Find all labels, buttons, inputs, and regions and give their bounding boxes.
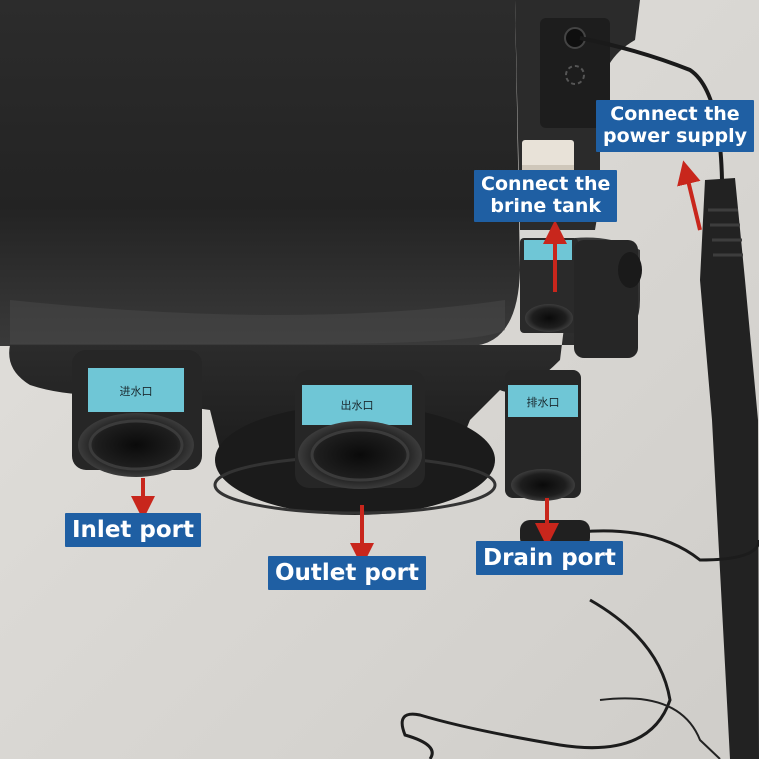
inlet-opening [78,413,194,477]
outlet-thread [310,428,410,482]
power-plug-ridges [708,208,743,257]
inlet-port-callout: Inlet port [65,513,202,548]
outlet-opening [298,421,422,489]
brine-pipe-band [524,240,572,260]
inlet-label-band [88,368,184,412]
brine-callout-line1: Connect the [481,173,611,195]
power-plug [700,178,759,759]
loose-cable [400,598,672,759]
outlet-cn-label: 出水口 [341,398,374,412]
control-box [0,0,520,346]
right-block-knob [618,252,642,288]
brine-pipe-opening [525,304,573,332]
drain-opening [511,469,575,501]
drain-cn-label: 排水口 [527,395,560,409]
control-box-highlight [10,300,505,344]
inlet-cn-label: 进水口 [120,385,153,398]
power-callout-line2: power supply [603,124,748,147]
loose-cable-2 [599,697,721,759]
brine-fitting [522,140,574,170]
outlet-port-callout: Outlet port [268,556,427,591]
power-callout-line1: Connect the [610,103,740,125]
power-supply-callout: Connect the power supply [596,100,755,152]
brine-callout-line2: brine tank [490,194,601,217]
inlet-thread [88,419,184,471]
screw-icon [565,65,585,85]
sensor-cable [554,529,759,562]
side-recess [540,18,610,128]
brine-tank-callout: Connect the brine tank [474,170,618,222]
outlet-label-band [302,385,412,425]
drain-port-callout: Drain port [476,541,623,576]
drain-label-band [508,385,578,417]
arrow-power [677,160,702,231]
